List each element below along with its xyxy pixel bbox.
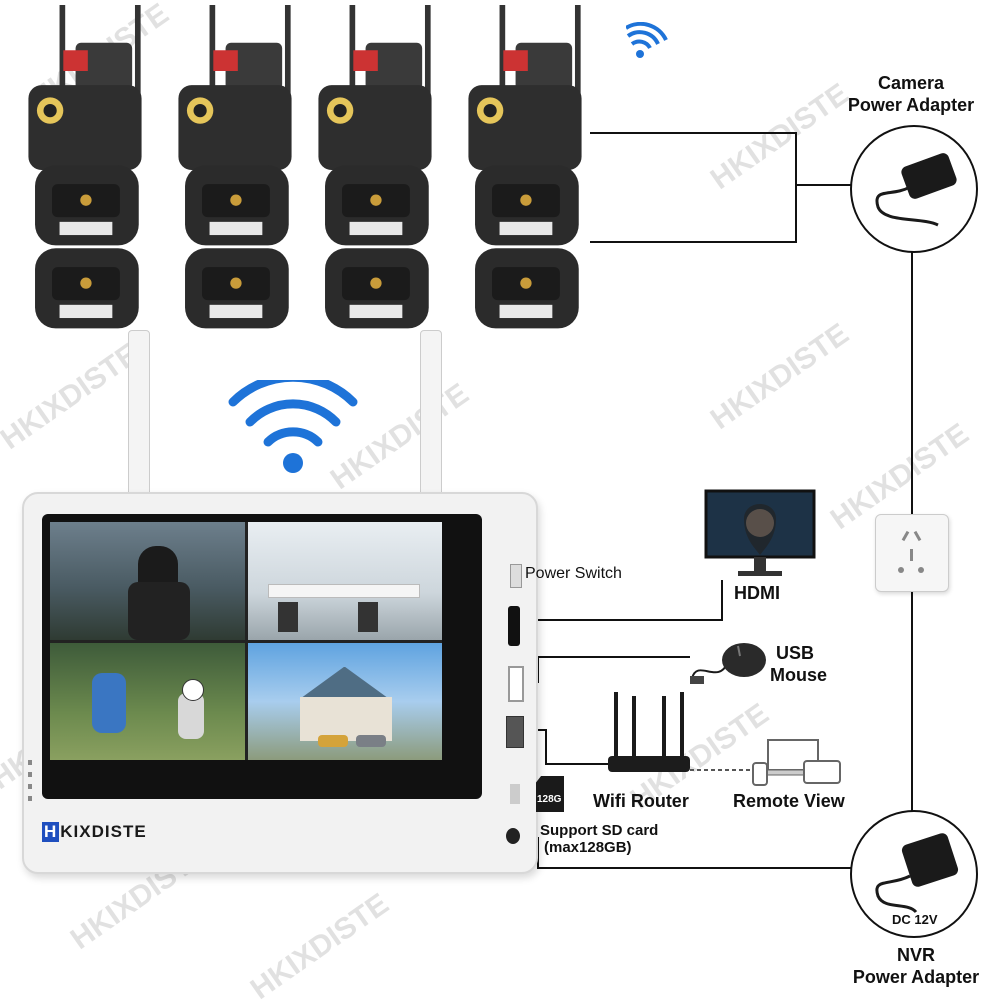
sd-support-label: (max128GB) bbox=[544, 839, 632, 856]
nvr-antenna bbox=[128, 330, 150, 497]
router-icon bbox=[608, 692, 690, 772]
hdmi-port[interactable] bbox=[508, 606, 520, 646]
dc-power-port[interactable] bbox=[506, 828, 520, 844]
phone-icon bbox=[752, 762, 768, 786]
camera-icon bbox=[468, 5, 582, 329]
monitor-icon bbox=[704, 489, 816, 576]
camera-icon bbox=[318, 5, 432, 329]
tablet-icon bbox=[803, 760, 841, 784]
camera-power-adapter-label: Camera bbox=[877, 73, 945, 93]
lan-port[interactable] bbox=[506, 716, 524, 748]
camera-icon bbox=[28, 5, 142, 329]
screen-tile-house bbox=[247, 642, 442, 760]
sd-slot[interactable] bbox=[510, 784, 520, 804]
usb-mouse-label: Mouse bbox=[770, 665, 828, 685]
hdmi-line bbox=[538, 580, 723, 621]
dc-voltage-label: DC 12V bbox=[892, 912, 938, 927]
nvr-power-adapter-label: NVR bbox=[896, 945, 935, 965]
hdmi-label: HDMI bbox=[734, 583, 780, 603]
power-switch[interactable] bbox=[510, 564, 522, 588]
nvr-antenna bbox=[420, 330, 442, 497]
sd-card-icon: 128G bbox=[536, 776, 564, 812]
camera-power-adapter bbox=[850, 125, 978, 253]
wifi-router-label: Wifi Router bbox=[593, 791, 689, 811]
status-leds bbox=[28, 760, 32, 804]
nvr-power-adapter: DC 12V bbox=[850, 810, 978, 938]
wifi-icon bbox=[228, 380, 358, 473]
camera-icon bbox=[178, 5, 292, 329]
nvr-screen bbox=[50, 522, 442, 760]
power-adapter-icon bbox=[875, 833, 959, 914]
usb-line bbox=[518, 656, 690, 683]
power-adapter-icon bbox=[875, 153, 957, 227]
wall-socket-icon bbox=[875, 514, 949, 592]
mouse-icon bbox=[690, 643, 766, 684]
usb-mouse-label: USB bbox=[776, 643, 815, 663]
remote-view-label: Remote View bbox=[733, 791, 845, 811]
screen-tile-family bbox=[50, 642, 245, 760]
usb-port[interactable] bbox=[508, 666, 524, 702]
sd-support-label: Support SD card bbox=[540, 822, 659, 839]
nvr-power-adapter-label: Power Adapter bbox=[852, 967, 980, 987]
sd-card-capacity: 128G bbox=[537, 794, 562, 805]
power-switch-label: Power Switch bbox=[525, 565, 622, 582]
camera-power-line bbox=[590, 132, 797, 243]
screen-tile-intruder bbox=[50, 522, 245, 640]
screen-tile-office bbox=[247, 522, 442, 640]
camera-power-adapter-label: Power Adapter bbox=[847, 95, 975, 115]
wifi-icon bbox=[626, 22, 668, 58]
